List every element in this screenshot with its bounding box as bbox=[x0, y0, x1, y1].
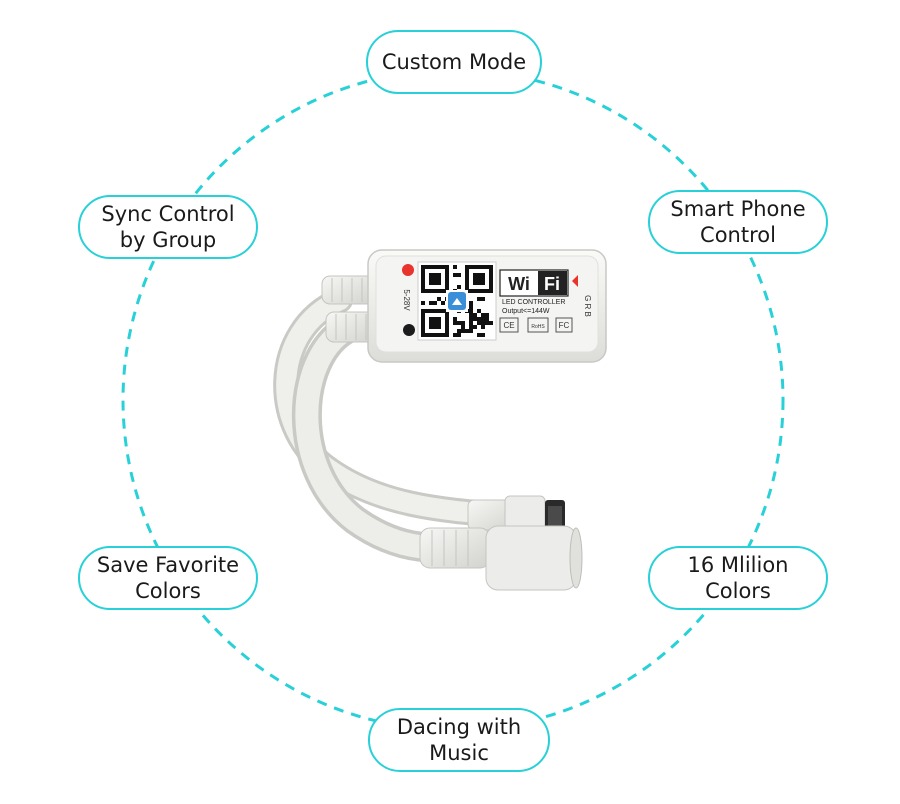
rgb-connector bbox=[467, 495, 565, 537]
mode-button bbox=[403, 324, 415, 336]
fc-mark: FC bbox=[555, 317, 573, 333]
svg-text:Wi: Wi bbox=[508, 274, 530, 294]
device-voltage-label: 5-28V bbox=[402, 289, 411, 311]
output-label: Output<=144W bbox=[502, 308, 550, 315]
lower-cable-highlight bbox=[295, 318, 452, 560]
feature-save-favorite-colors: Save Favorite Colors bbox=[78, 546, 258, 610]
grb-label: G R B bbox=[583, 295, 592, 317]
wifi-led-controller-device: 5-28V Wi Fi LED CONTROLLER Output<=144W bbox=[273, 249, 607, 591]
qr-code bbox=[417, 261, 497, 341]
feature-dancing-with-music: Dacing with Music bbox=[368, 708, 550, 772]
wifi-logo: Wi Fi bbox=[499, 269, 569, 297]
rohs-mark: RoHS bbox=[527, 317, 549, 333]
dc-power-jack bbox=[419, 525, 583, 591]
dashed-ring bbox=[121, 68, 785, 732]
svg-text:CE: CE bbox=[503, 321, 514, 330]
feature-sync-control-by-group: Sync Control by Group bbox=[78, 195, 258, 259]
feature-16-million-colors: 16 Mlilion Colors bbox=[648, 546, 828, 610]
feature-custom-mode: Custom Mode bbox=[366, 30, 542, 94]
status-led bbox=[402, 264, 414, 276]
ce-mark: CE bbox=[499, 317, 519, 333]
controller-label: LED CONTROLLER bbox=[502, 299, 565, 306]
svg-text:Fi: Fi bbox=[544, 274, 560, 294]
feature-smart-phone-control: Smart Phone Control bbox=[648, 190, 828, 254]
svg-text:FC: FC bbox=[559, 321, 570, 330]
arrow-icon bbox=[572, 275, 578, 287]
svg-text:RoHS: RoHS bbox=[531, 324, 545, 330]
strain-relief-top bbox=[321, 275, 375, 305]
